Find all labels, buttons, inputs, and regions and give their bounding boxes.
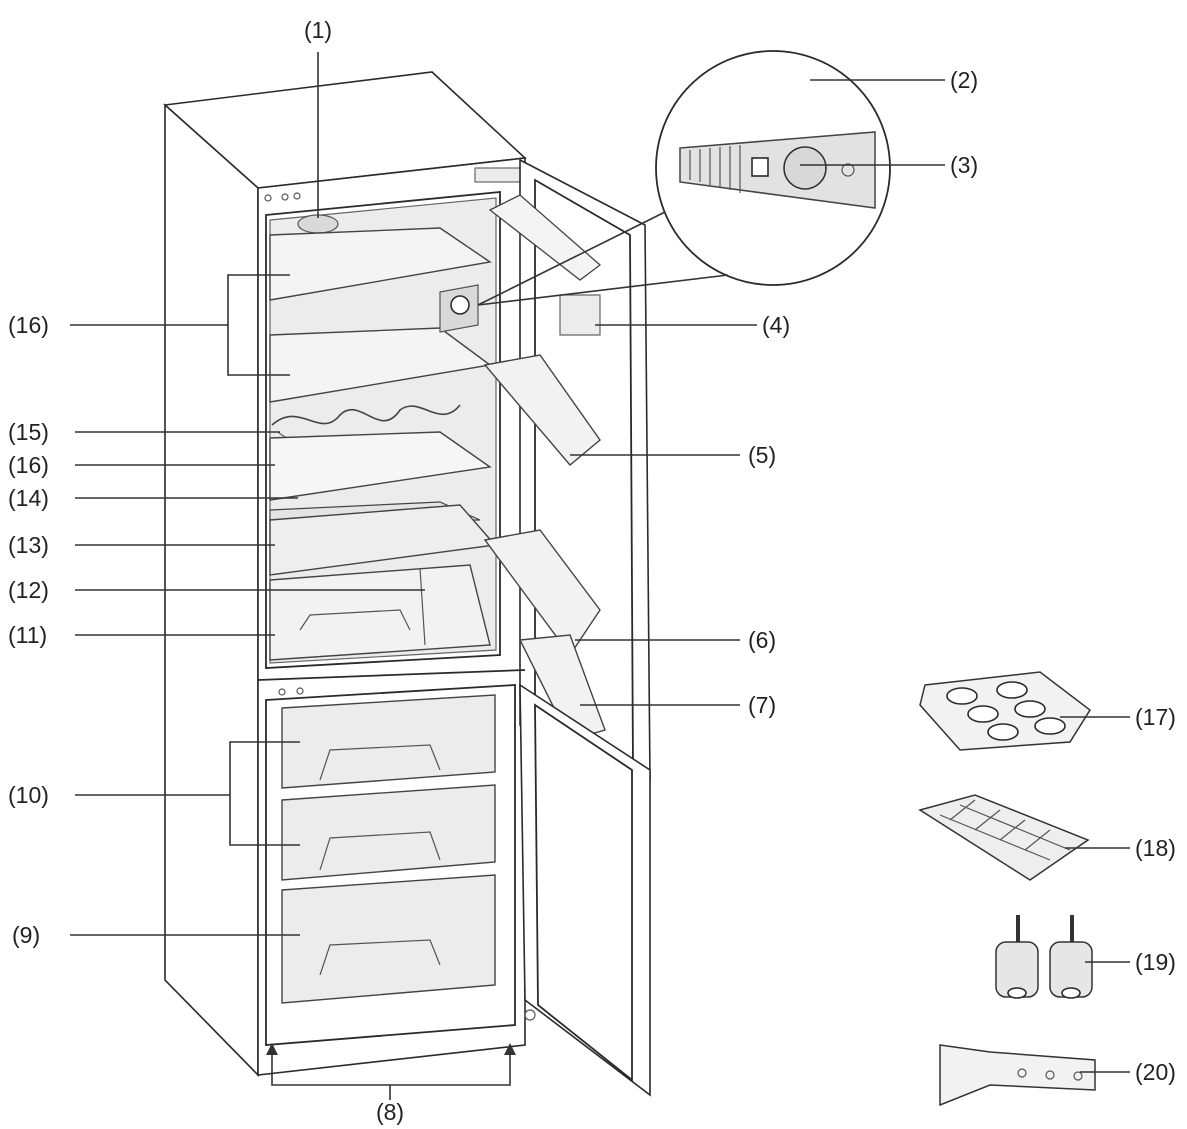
callout-12: (12) bbox=[8, 577, 49, 603]
ice-scraper bbox=[939, 1044, 1096, 1107]
callout-1: (1) bbox=[304, 17, 332, 43]
callout-16a: (16) bbox=[8, 312, 49, 338]
thermostat-panel bbox=[679, 131, 876, 209]
detail-magnifier bbox=[477, 50, 891, 306]
light-cover bbox=[689, 145, 741, 193]
freezer-door bbox=[519, 683, 651, 1097]
callout-17: (17) bbox=[1135, 704, 1176, 730]
callout-14: (14) bbox=[8, 485, 49, 511]
callout-18: (18) bbox=[1135, 835, 1176, 861]
callout-4: (4) bbox=[762, 312, 790, 338]
bottle-rack bbox=[271, 404, 461, 426]
callout-10: (10) bbox=[8, 782, 49, 808]
callout-5: (5) bbox=[748, 442, 776, 468]
callout-13: (13) bbox=[8, 532, 49, 558]
callout-labels: (1) (2) (3) (4) (5) (6) (7) (8) (9) (10)… bbox=[8, 17, 1176, 1125]
freezer-drawer-bottom bbox=[281, 874, 496, 1004]
door-rack-lower bbox=[483, 529, 601, 657]
door-rack-upper bbox=[483, 354, 601, 466]
crisper-drawer bbox=[269, 564, 491, 661]
temperature-knob bbox=[783, 146, 827, 190]
adjustable-feet bbox=[995, 915, 1093, 999]
freezer-drawer-top bbox=[281, 694, 496, 789]
glass-shelf-top bbox=[269, 227, 492, 301]
callout-11: (11) bbox=[8, 622, 47, 648]
callout-19: (19) bbox=[1135, 949, 1176, 975]
callout-9: (9) bbox=[12, 922, 40, 948]
ice-cube-tray bbox=[918, 794, 1090, 881]
egg-tray bbox=[919, 671, 1091, 751]
callout-20: (20) bbox=[1135, 1059, 1176, 1085]
glass-shelf-lower bbox=[269, 431, 492, 501]
butter-compartment bbox=[559, 294, 601, 336]
callout-8: (8) bbox=[376, 1099, 404, 1125]
freezer-compartment bbox=[257, 669, 526, 1046]
callout-6: (6) bbox=[748, 627, 776, 653]
freezer-drawer-middle bbox=[281, 784, 496, 881]
callout-16b: (16) bbox=[8, 452, 49, 478]
callout-3: (3) bbox=[950, 152, 978, 178]
callout-7: (7) bbox=[748, 692, 776, 718]
thermostat-housing bbox=[439, 284, 479, 333]
callout-2: (2) bbox=[950, 67, 978, 93]
callout-15: (15) bbox=[8, 419, 49, 445]
leader-lines bbox=[70, 52, 1130, 1100]
fridge-compartment bbox=[265, 191, 501, 669]
